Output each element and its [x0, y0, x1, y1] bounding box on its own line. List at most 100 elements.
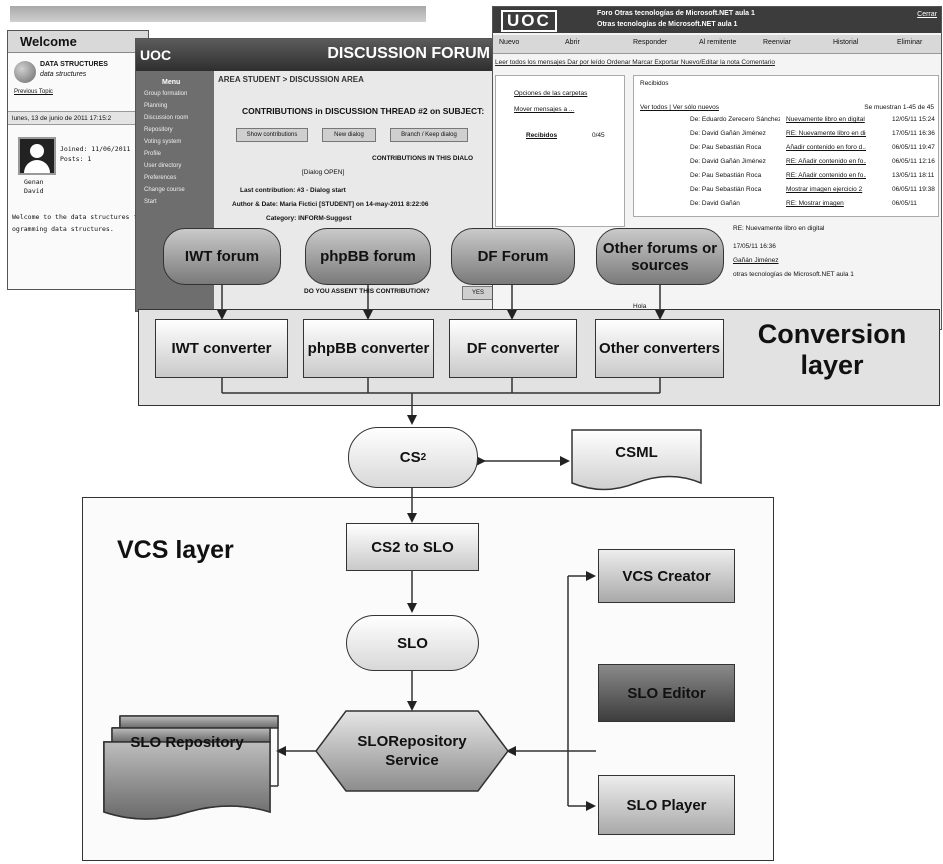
course-name: DATA STRUCTURES [40, 61, 108, 68]
inbox-folder[interactable]: Recibidos [526, 132, 558, 139]
abrir-button[interactable]: Abrir [565, 39, 580, 46]
message-subject[interactable]: RE: Añadir contenido en fo... [786, 158, 866, 165]
df-category: Category: INFORM-Suggest [266, 215, 352, 222]
al-remitente-button[interactable]: Al remitente [699, 39, 737, 46]
cs2-to-slo-box: CS2 to SLO [346, 523, 479, 571]
inbox-count: 0/45 [592, 132, 605, 139]
df-sidebar-item[interactable]: User directory [144, 163, 182, 169]
preview-subject: RE: Nuevamente libro en digital [733, 225, 825, 232]
message-from: De: David Gañán Jiménez [690, 158, 766, 165]
slo-repository-label: SLO Repository [130, 734, 244, 751]
view-filter-links[interactable]: Ver todos | Ver sólo nuevos [640, 104, 720, 111]
message-from: De: Eduardo Zerecero Sánchez [690, 116, 780, 123]
other-converters-box: Other converters [595, 319, 724, 378]
conversion-layer-label: Conversion layer [757, 319, 907, 380]
iwt-converter-box: IWT converter [155, 319, 288, 378]
df-sidebar-item[interactable]: Start [144, 199, 157, 205]
df-sidebar-item[interactable]: Discussion room [144, 115, 189, 121]
uoc-toolbar: Nuevo Abrir Responder Al remitente Reenv… [493, 35, 941, 54]
slo-player-box: SLO Player [598, 775, 735, 835]
preview-body: Hola [633, 303, 647, 310]
showing-count: Se muestran 1-45 de 45 [864, 104, 934, 111]
df-sidebar-item[interactable]: Change course [144, 187, 185, 193]
top-gray-strip [10, 6, 426, 22]
df-sidebar-item[interactable]: Voting system [144, 139, 182, 145]
df-sidebar-item[interactable]: Profile [144, 151, 162, 157]
course-subtitle: data structures [40, 71, 87, 78]
message-date: 17/05/11 16:36 [892, 130, 935, 137]
new-dialog-button[interactable]: New dialog [322, 128, 376, 142]
uoc-folder-pane: Opciones de las carpetas Mover mensajes … [495, 75, 625, 227]
slo-repository-service-label: SLORepository Service [357, 733, 467, 769]
message-date: 12/05/11 15:24 [892, 116, 935, 123]
uoc-titlebar: UOC Foro Otras tecnologías de Microsoft.… [493, 7, 941, 33]
branch-dialog-button[interactable]: Branch / Keep dialog [390, 128, 468, 142]
message-subject[interactable]: Nuevamente libro en digital [786, 116, 865, 123]
globe-icon [14, 61, 36, 83]
message-subject[interactable]: RE: Mostrar imagen [786, 200, 844, 207]
df-title: DISCUSSION FORUM [327, 45, 490, 62]
df-sidebar-item[interactable]: Repository [144, 127, 173, 133]
df-menu-label: Menu [162, 79, 181, 86]
vcs-creator-box: VCS Creator [598, 549, 735, 603]
df-forum-node: DF Forum [451, 228, 575, 285]
df-thread-heading: CONTRIBUTIONS in DISCUSSION THREAD #2 on… [242, 106, 485, 116]
received-header: Recibidos [640, 80, 669, 87]
df-dialog-open: [Dialog OPEN] [302, 169, 345, 176]
post-text-line-1: Welcome to the data structures fo [12, 213, 142, 221]
message-from: De: David Gañán Jiménez [690, 130, 766, 137]
welcome-title: Welcome [8, 31, 148, 53]
df-sidebar-item[interactable]: Planning [144, 103, 168, 109]
message-subject[interactable]: Añadir contenido en foro d... [786, 144, 866, 151]
df-sidebar-item[interactable]: Group formation [144, 91, 188, 97]
message-subject[interactable]: RE: Nuevamente libro en dig... [786, 130, 866, 137]
uoc-action-links[interactable]: Leer todos los mensajes Dar por leído Or… [495, 59, 775, 66]
slo-node: SLO [346, 615, 479, 671]
post-date: lunes, 13 de junio de 2011 17:15:2 [8, 111, 148, 125]
eliminar-button[interactable]: Eliminar [897, 39, 923, 46]
df-breadcrumb: AREA STUDENT > DISCUSSION AREA [218, 75, 364, 84]
vcs-layer-label: VCS layer [117, 536, 234, 564]
df-dialog-header: CONTRIBUTIONS IN THIS DIALO [372, 155, 474, 162]
user-avatar-icon [18, 137, 56, 175]
responder-button[interactable]: Responder [633, 39, 668, 46]
slo-editor-box: SLO Editor [598, 664, 735, 722]
df-header: UOC DISCUSSION FORUM [136, 39, 506, 71]
df-sidebar-item[interactable]: Preferences [144, 175, 177, 181]
move-messages-link[interactable]: Mover mensajes a ... [514, 106, 575, 113]
phpbb-converter-box: phpBB converter [303, 319, 434, 378]
folder-options-link[interactable]: Opciones de las carpetas [514, 90, 588, 97]
preview-date: 17/05/11 16:36 [733, 243, 776, 250]
uoc-forum-title: Foro Otras tecnologías de Microsoft.NET … [597, 10, 755, 17]
previous-topic-link[interactable]: Previous Topic [14, 89, 53, 95]
post-text-line-2: ogramming data structures. [12, 225, 114, 233]
user-last-name: David [24, 187, 44, 195]
message-date: 06/05/11 [892, 200, 917, 207]
user-first-name: Genan [24, 178, 44, 186]
reenviar-button[interactable]: Reenviar [763, 39, 792, 46]
nuevo-button[interactable]: Nuevo [499, 39, 520, 46]
df-author-date: Author & Date: Maria Fictici [STUDENT] o… [232, 201, 429, 208]
uoc-close-link[interactable]: Cerrar [917, 11, 937, 18]
message-subject[interactable]: Mostrar imagen ejercicio 2 [786, 186, 863, 193]
message-from: De: David Gañán [690, 200, 740, 207]
message-date: 06/05/11 12:16 [892, 158, 935, 165]
post-count: Posts: 1 [60, 155, 92, 163]
historial-button[interactable]: Historial [833, 39, 859, 46]
message-from: De: Pau Sebastián Roca [690, 172, 762, 179]
phpbb-forum-node: phpBB forum [305, 228, 431, 285]
message-date: 13/05/11 18:11 [892, 172, 935, 179]
df-logo: UOC [140, 47, 172, 63]
show-contributions-button[interactable]: Show contributions [236, 128, 308, 142]
cs2-superscript: 2 [420, 452, 427, 463]
preview-from[interactable]: Gañán Jiménez [733, 257, 779, 264]
uoc-logo: UOC [501, 10, 557, 32]
df-last-contribution: Last contribution: #3 - Dialog start [240, 187, 346, 194]
csml-label: CSML [615, 443, 658, 461]
message-from: De: Pau Sebastián Roca [690, 186, 762, 193]
uoc-forum-subtitle: Otras tecnologías de Microsoft.NET aula … [597, 21, 738, 28]
message-subject[interactable]: RE: Añadir contenido en fo... [786, 172, 866, 179]
preview-forum: otras tecnologías de Microsoft.NET aula … [733, 271, 854, 278]
